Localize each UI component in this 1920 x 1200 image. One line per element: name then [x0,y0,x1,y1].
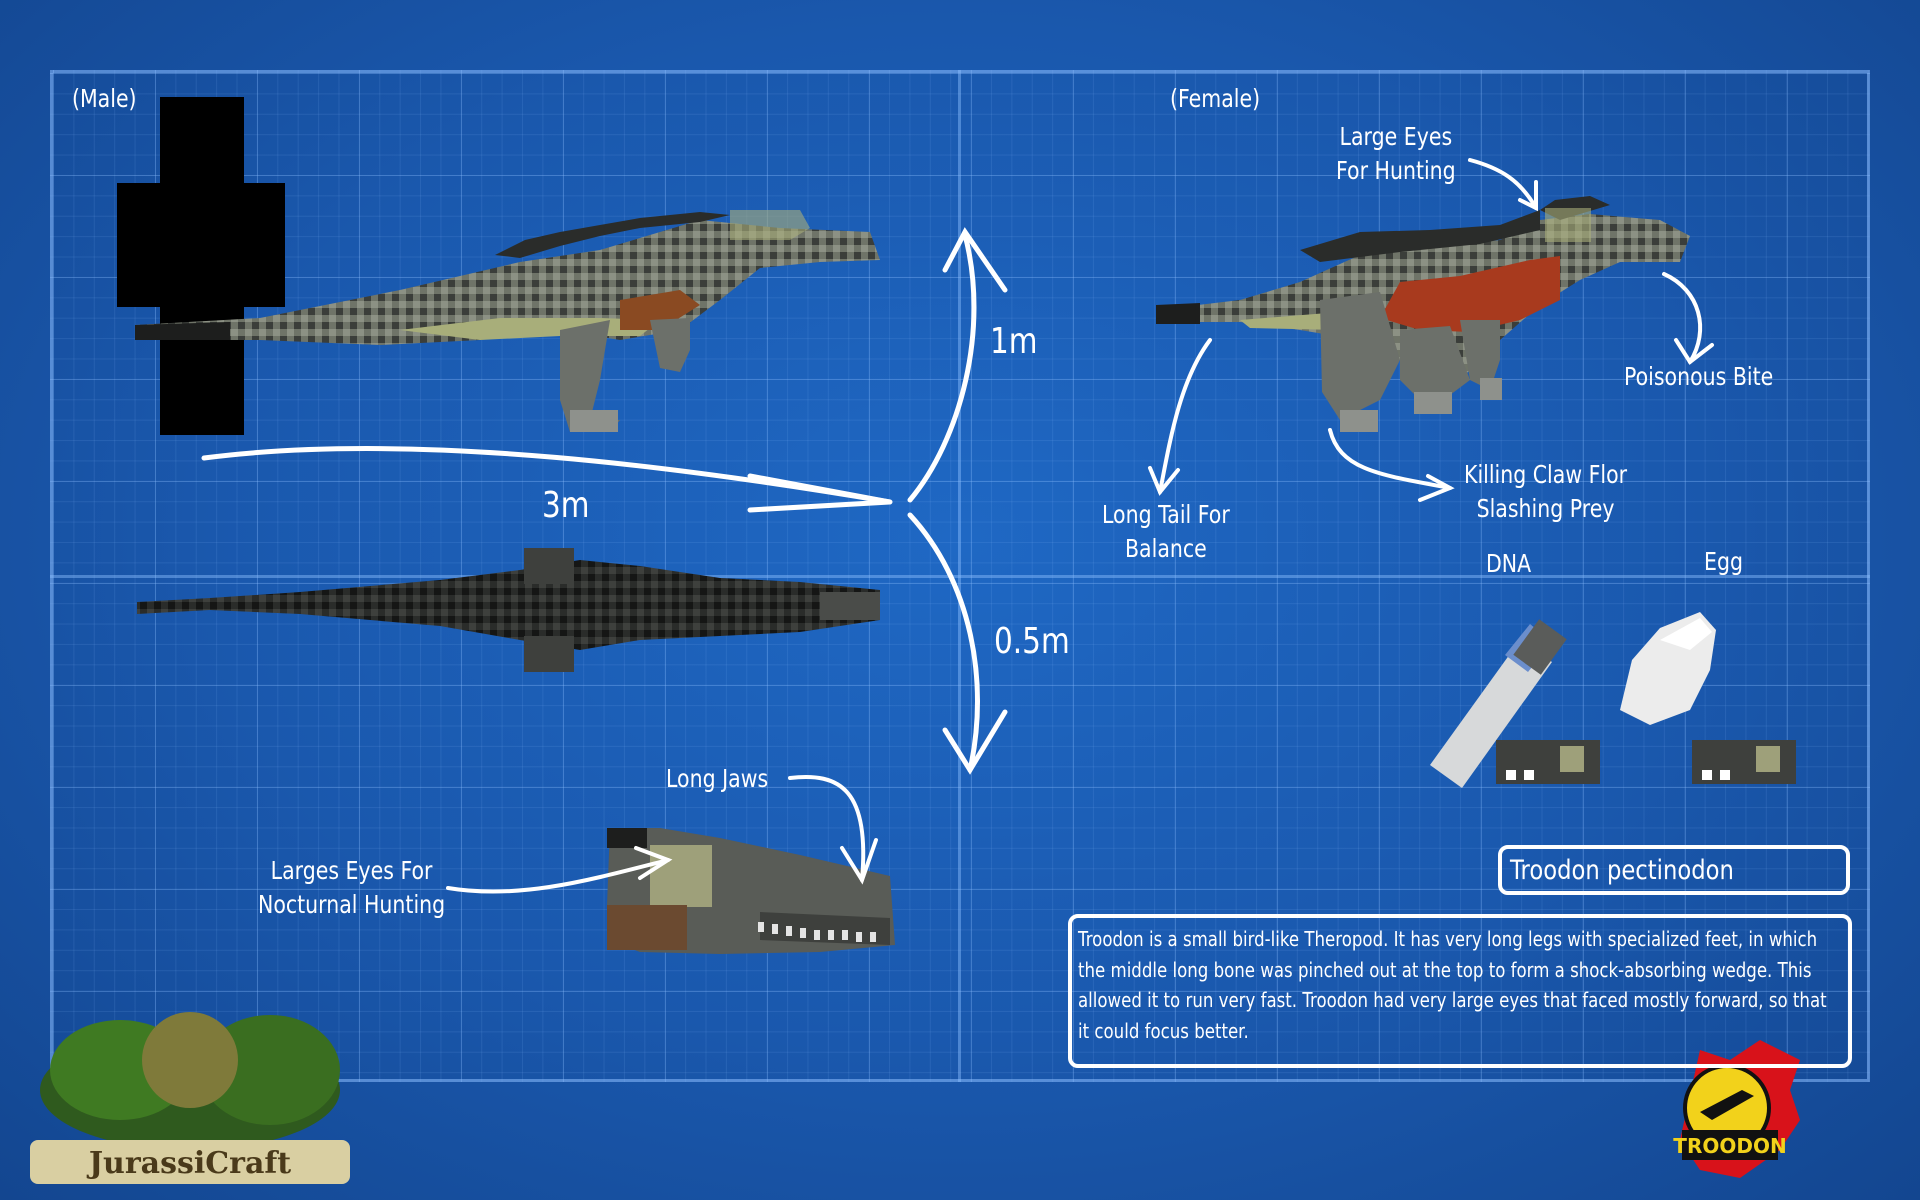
egg-item-icon [1620,612,1796,784]
long-jaws-label: Long Jaws [666,764,769,793]
description-box: Troodon is a small bird-like Theropod. I… [1068,914,1852,1068]
dna-label: DNA [1486,549,1532,578]
large-eyes-label: Large Eyes For Hunting [1336,122,1456,185]
grid-divider-vertical [958,70,961,1082]
jurassicraft-logo [30,1012,350,1184]
male-label: (Male) [72,84,137,113]
grid-divider-horizontal [50,575,1870,578]
long-tail-label: Long Tail For Balance [1102,500,1230,563]
female-troodon-side [1156,196,1690,432]
jurassicraft-logo-text: JurassiCraft [86,1146,291,1181]
species-name-box: Troodon pectinodon [1498,845,1850,895]
description-text: Troodon is a small bird-like Theropod. I… [1078,927,1827,1043]
egg-label: Egg [1704,547,1743,576]
measure-arrows [201,227,1008,775]
troodon-head-closeup [607,828,895,954]
male-troodon-side [135,210,880,432]
length-measure-label: 3m [542,485,590,526]
nocturnal-eyes-label: Larges Eyes For Nocturnal Hunting [258,856,446,919]
female-label: (Female) [1170,84,1261,113]
annotation-arrows [446,158,1714,894]
player-silhouette-head [160,97,244,183]
dna-item-icon [1430,619,1600,788]
killing-claw-label: Killing Claw Flor Slashing Prey [1464,460,1628,523]
poisonous-bite-label: Poisonous Bite [1624,362,1774,391]
width-measure-label: 0.5m [994,621,1070,662]
height-measure-label: 1m [990,321,1038,362]
player-silhouette-body [117,183,285,307]
male-troodon-top [137,548,880,672]
troodon-badge-text: TROODON [1673,1134,1786,1158]
species-name: Troodon pectinodon [1510,855,1734,886]
